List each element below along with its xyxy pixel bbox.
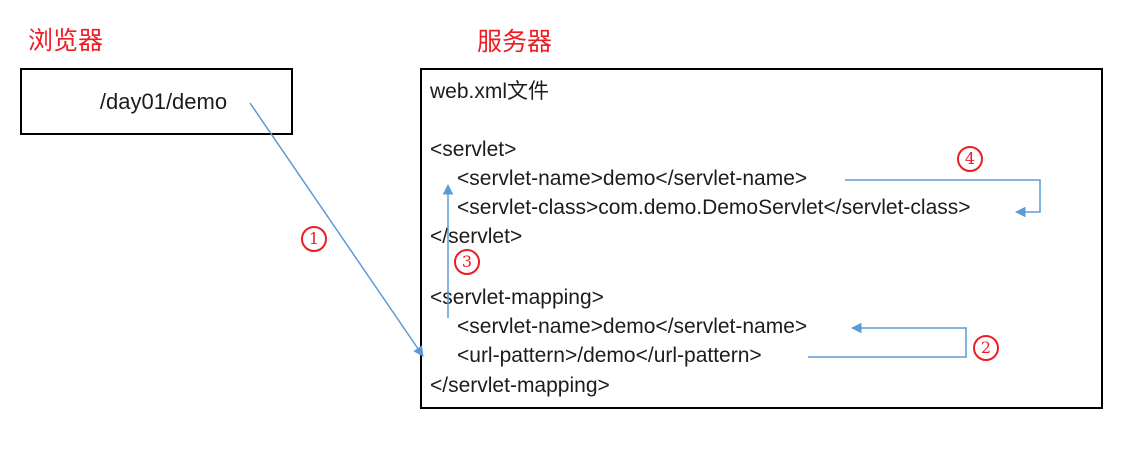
step-badge-1: 1	[301, 226, 327, 252]
server-box: web.xml文件 <servlet> <servlet-name>demo</…	[420, 68, 1103, 409]
code-mapping-servlet-name-line: <servlet-name>demo</servlet-name>	[457, 315, 808, 338]
browser-box: /day01/demo	[20, 68, 293, 135]
step-badge-4: 4	[957, 146, 983, 172]
browser-title: 浏览器	[28, 26, 104, 55]
server-title: 服务器	[477, 27, 553, 56]
arrow-step1-request-icon	[249, 102, 424, 357]
code-url-pattern-line: <url-pattern>/demo</url-pattern>	[457, 344, 762, 367]
code-servlet-mapping-close-tag: </servlet-mapping>	[430, 374, 610, 397]
step-badge-3: 3	[454, 249, 480, 275]
code-servlet-close-tag: </servlet>	[430, 225, 523, 248]
request-path: /day01/demo	[99, 88, 228, 114]
step-badge-2: 2	[973, 335, 999, 361]
code-servlet-open-tag: <servlet>	[430, 138, 517, 161]
code-servlet-name-line: <servlet-name>demo</servlet-name>	[457, 167, 808, 190]
code-servlet-mapping-open-tag: <servlet-mapping>	[430, 286, 604, 309]
webxml-file-label: web.xml文件	[430, 80, 550, 103]
code-servlet-class-line: <servlet-class>com.demo.DemoServlet</ser…	[457, 196, 971, 219]
